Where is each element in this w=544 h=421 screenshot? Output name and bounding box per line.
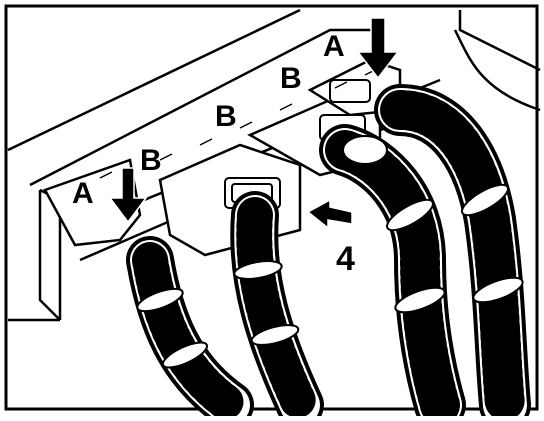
housing-hatching: [99, 68, 378, 179]
cable-bundles: [126, 84, 531, 421]
label-b-1: B: [140, 144, 162, 177]
left-arrow-icon: [306, 198, 353, 230]
label-a-right: A: [323, 30, 345, 63]
down-arrow-icon: [356, 17, 400, 80]
down-arrow-icon: [108, 167, 148, 224]
spiral-wrap-bands: [136, 135, 524, 369]
label-a-left: A: [72, 177, 94, 210]
label-b-2: B: [215, 100, 237, 133]
step-number: 4: [336, 240, 355, 278]
callout-labels: A B B B A 4: [72, 30, 355, 278]
label-b-3: B: [280, 62, 302, 95]
